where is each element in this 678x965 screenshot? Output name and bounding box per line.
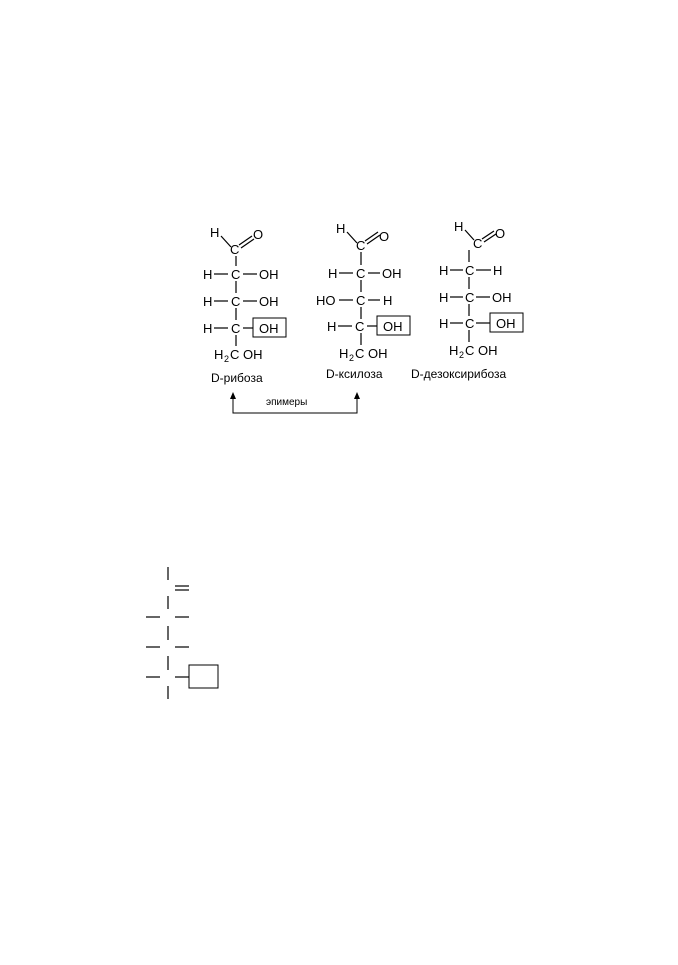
row1-right: H — [493, 263, 502, 278]
highlight-box — [489, 312, 524, 333]
bond-c-o-a — [481, 230, 495, 240]
row1-left: H — [439, 263, 448, 278]
carbon-1: C — [356, 238, 365, 253]
bracket-label: эпимеры — [266, 397, 307, 408]
caption-deoxyribose: D-дезоксирибоза — [411, 367, 506, 381]
row1-right: OH — [259, 267, 279, 282]
bond-c-o-a — [364, 231, 379, 242]
row1-left: H — [328, 266, 337, 281]
ch2oh-subscript: 2 — [349, 353, 354, 363]
row2-right: H — [383, 293, 392, 308]
row3-carbon: C — [355, 319, 364, 334]
caption-ribose: D-рибоза — [211, 371, 263, 385]
caption-xylose: D-ксилоза — [326, 367, 383, 381]
row2-carbon: C — [465, 290, 474, 305]
aldehyde-o: O — [253, 227, 263, 242]
row2-left: HO — [316, 293, 336, 308]
carbon-1: C — [473, 236, 482, 251]
row1-carbon: C — [231, 267, 240, 282]
row1-right: OH — [382, 266, 402, 281]
molecule-deoxyribose: H C O H C H H C OH H C OH H 2 C OH D-дез… — [411, 219, 524, 381]
row3-left: H — [327, 319, 336, 334]
row3-carbon: C — [231, 321, 240, 336]
row3-right: OH — [259, 321, 279, 336]
ch2oh-oh: OH — [478, 343, 498, 358]
carbon-1: C — [230, 242, 239, 257]
row3-left: H — [439, 316, 448, 331]
ch2oh-c: C — [465, 343, 474, 358]
arrow-right-icon — [354, 392, 360, 399]
row1-left: H — [203, 267, 212, 282]
row3-carbon: C — [465, 316, 474, 331]
aldehyde-o: O — [379, 229, 389, 244]
bond-c-o-a — [238, 235, 253, 246]
aldehyde-h: H — [454, 219, 463, 234]
row3-right: OH — [496, 316, 516, 331]
ch2oh-subscript: 2 — [459, 350, 464, 360]
molecule-ribose: H C O H C OH H C OH H C OH H 2 C OH D-ри… — [203, 225, 287, 385]
ch2oh-h: H — [214, 347, 223, 362]
row1-carbon: C — [465, 263, 474, 278]
aldehyde-h: H — [210, 225, 219, 240]
molecule-xylose: H C O H C OH HO C H H C OH H 2 C OH D-кс… — [316, 221, 411, 381]
ch2oh-oh: OH — [368, 346, 388, 361]
row2-carbon: C — [356, 293, 365, 308]
ch2oh-subscript: 2 — [224, 354, 229, 364]
row2-carbon: C — [231, 294, 240, 309]
ch2oh-c: C — [355, 346, 364, 361]
skeleton-box — [188, 664, 219, 689]
ch2oh-c: C — [230, 347, 239, 362]
row3-right: OH — [383, 319, 403, 334]
row2-right: OH — [259, 294, 279, 309]
bond-c-o-b — [240, 238, 255, 249]
bracket-line — [232, 397, 358, 414]
row2-right: OH — [492, 290, 512, 305]
highlight-box — [252, 317, 287, 338]
aldehyde-o: O — [495, 226, 505, 241]
bond-h-c1 — [346, 231, 358, 244]
skeleton-fragment — [146, 567, 219, 699]
bond-c-o-b — [483, 233, 497, 243]
row2-left: H — [203, 294, 212, 309]
row2-left: H — [439, 290, 448, 305]
ch2oh-h: H — [339, 346, 348, 361]
ch2oh-oh: OH — [243, 347, 263, 362]
epimer-bracket: эпимеры — [230, 392, 360, 414]
row3-left: H — [203, 321, 212, 336]
arrow-left-icon — [230, 392, 236, 399]
highlight-box — [376, 315, 411, 336]
ch2oh-h: H — [449, 343, 458, 358]
bond-h-c1 — [464, 229, 475, 241]
bond-c-o-b — [366, 234, 381, 245]
row1-carbon: C — [356, 266, 365, 281]
bond-h-c1 — [220, 235, 232, 248]
aldehyde-h: H — [336, 221, 345, 236]
